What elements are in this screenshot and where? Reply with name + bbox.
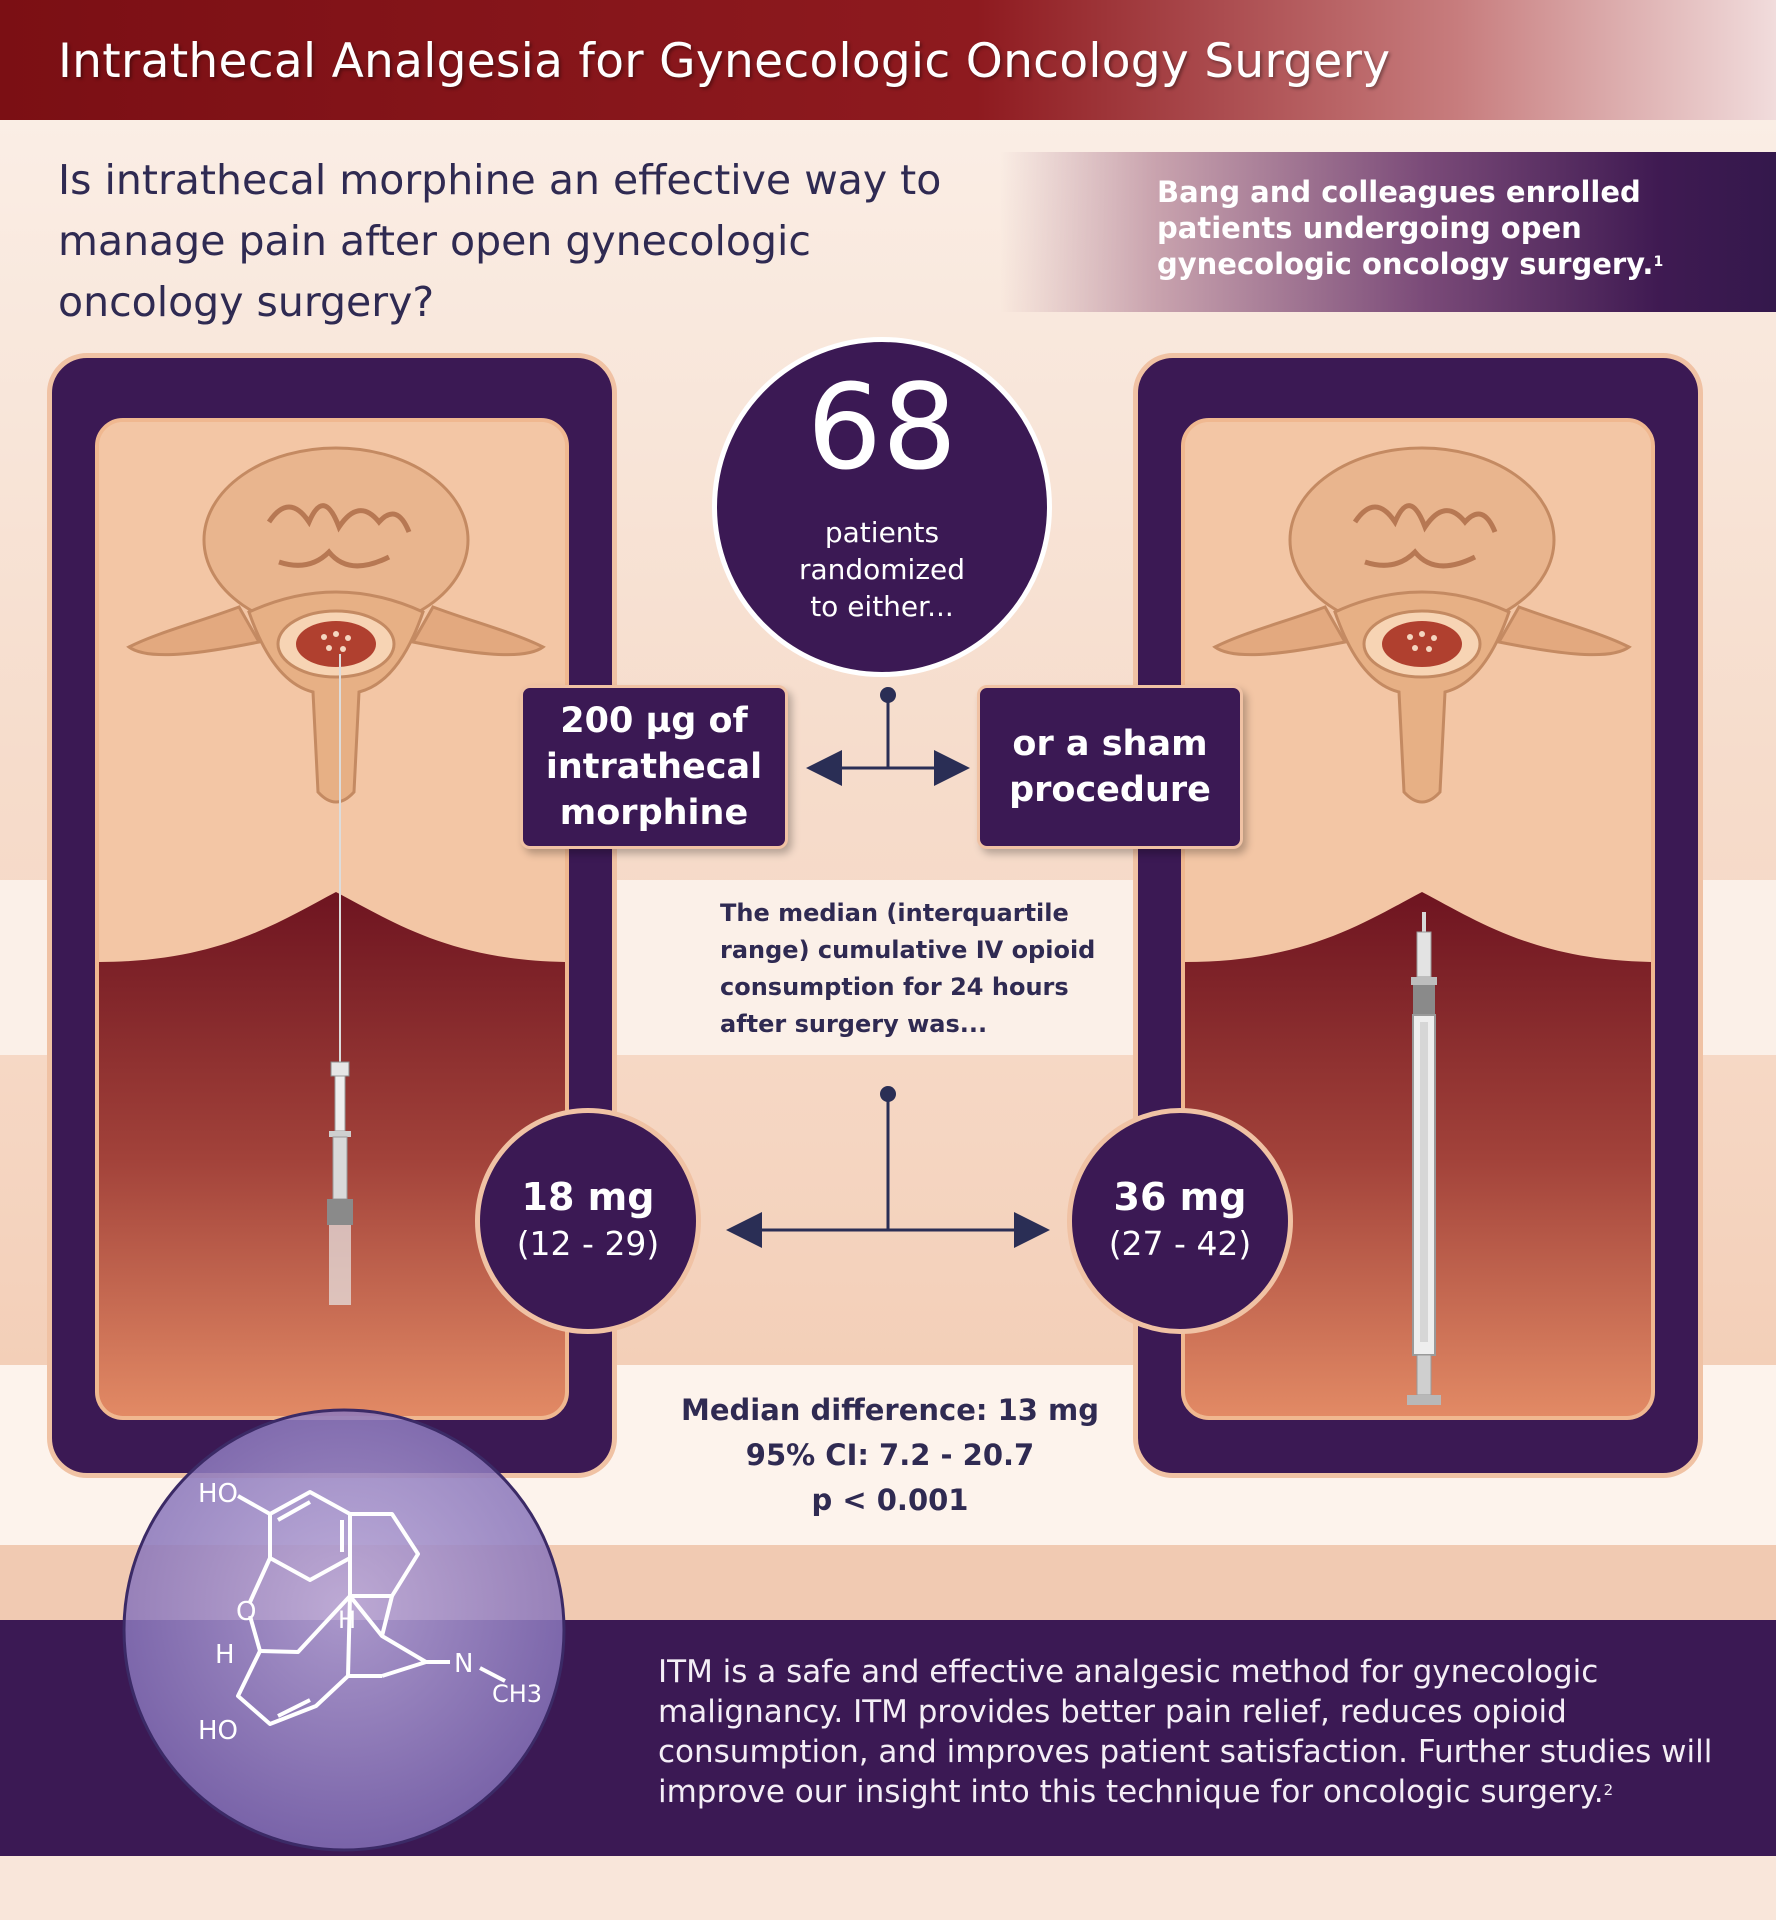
enrollment-banner: Bang and colleagues enrolled patients un… bbox=[1000, 152, 1776, 312]
sham-result-circle: 36 mg (27 - 42) bbox=[1067, 1108, 1293, 1334]
patient-count: 68 bbox=[806, 358, 958, 496]
statistics-summary: Median difference: 13 mg 95% CI: 7.2 - 2… bbox=[640, 1388, 1140, 1523]
sham-result-iqr: (27 - 42) bbox=[1108, 1224, 1252, 1263]
itm-option-box: 200 µg of intrathecal morphine bbox=[520, 685, 788, 849]
vertebra-icon bbox=[126, 446, 546, 804]
enrollment-reference: 1 bbox=[1653, 254, 1664, 270]
conclusion-reference: 2 bbox=[1603, 1781, 1614, 1799]
vertebra-icon bbox=[1212, 446, 1632, 804]
randomized-label-line3: to either... bbox=[810, 590, 954, 623]
itm-option-line3: morphine bbox=[559, 793, 749, 833]
itm-result-value: 18 mg bbox=[521, 1175, 655, 1219]
morphine-molecule-icon: HO O H H N CH3 HO bbox=[122, 1408, 566, 1852]
spinal-needle-icon bbox=[327, 654, 353, 1305]
confidence-interval: 95% CI: 7.2 - 20.7 bbox=[745, 1438, 1035, 1472]
sham-result-value: 36 mg bbox=[1113, 1175, 1247, 1219]
molecule-o-label: O bbox=[236, 1597, 256, 1627]
molecule-ho-bottom-label: HO bbox=[198, 1716, 238, 1746]
p-value: p < 0.001 bbox=[811, 1483, 969, 1517]
sham-option-line1: or a sham bbox=[1012, 724, 1208, 764]
randomized-label-line2: randomized bbox=[798, 553, 966, 586]
study-question: Is intrathecal morphine an effective way… bbox=[58, 156, 942, 326]
itm-option-line2: intrathecal bbox=[545, 747, 763, 787]
conclusion-text: ITM is a safe and effective analgesic me… bbox=[658, 1654, 1713, 1810]
page-title: Intrathecal Analgesia for Gynecologic On… bbox=[58, 34, 1391, 89]
sham-illustration-frame bbox=[1181, 418, 1655, 1420]
enrollment-text: Bang and colleagues enrolled patients un… bbox=[1157, 175, 1654, 281]
molecule-n-label: N bbox=[454, 1649, 473, 1679]
sham-option-line2: procedure bbox=[1009, 770, 1211, 810]
results-arrows bbox=[726, 1086, 1050, 1248]
itm-result-circle: 18 mg (12 - 29) bbox=[475, 1108, 701, 1334]
median-description: The median (interquartile range) cumulat… bbox=[720, 899, 1096, 1038]
molecule-ch3-label: CH3 bbox=[492, 1680, 542, 1708]
header-banner: Intrathecal Analgesia for Gynecologic On… bbox=[0, 0, 1776, 120]
itm-result-iqr: (12 - 29) bbox=[516, 1224, 660, 1263]
spine-with-syringe-illustration bbox=[1185, 422, 1651, 1416]
randomization-arrows bbox=[806, 687, 970, 786]
syringe-icon bbox=[1407, 912, 1441, 1405]
molecule-h-mid-label: H bbox=[338, 1606, 356, 1634]
molecule-ho-top-label: HO bbox=[198, 1479, 238, 1509]
molecule-h-left-label: H bbox=[215, 1640, 235, 1670]
median-difference: Median difference: 13 mg bbox=[681, 1393, 1099, 1427]
randomized-label-line1: patients bbox=[824, 516, 940, 549]
sham-option-box: or a sham procedure bbox=[977, 685, 1243, 849]
randomized-count-circle: 68 patients randomized to either... bbox=[712, 337, 1052, 677]
itm-option-line1: 200 µg of bbox=[560, 701, 748, 741]
